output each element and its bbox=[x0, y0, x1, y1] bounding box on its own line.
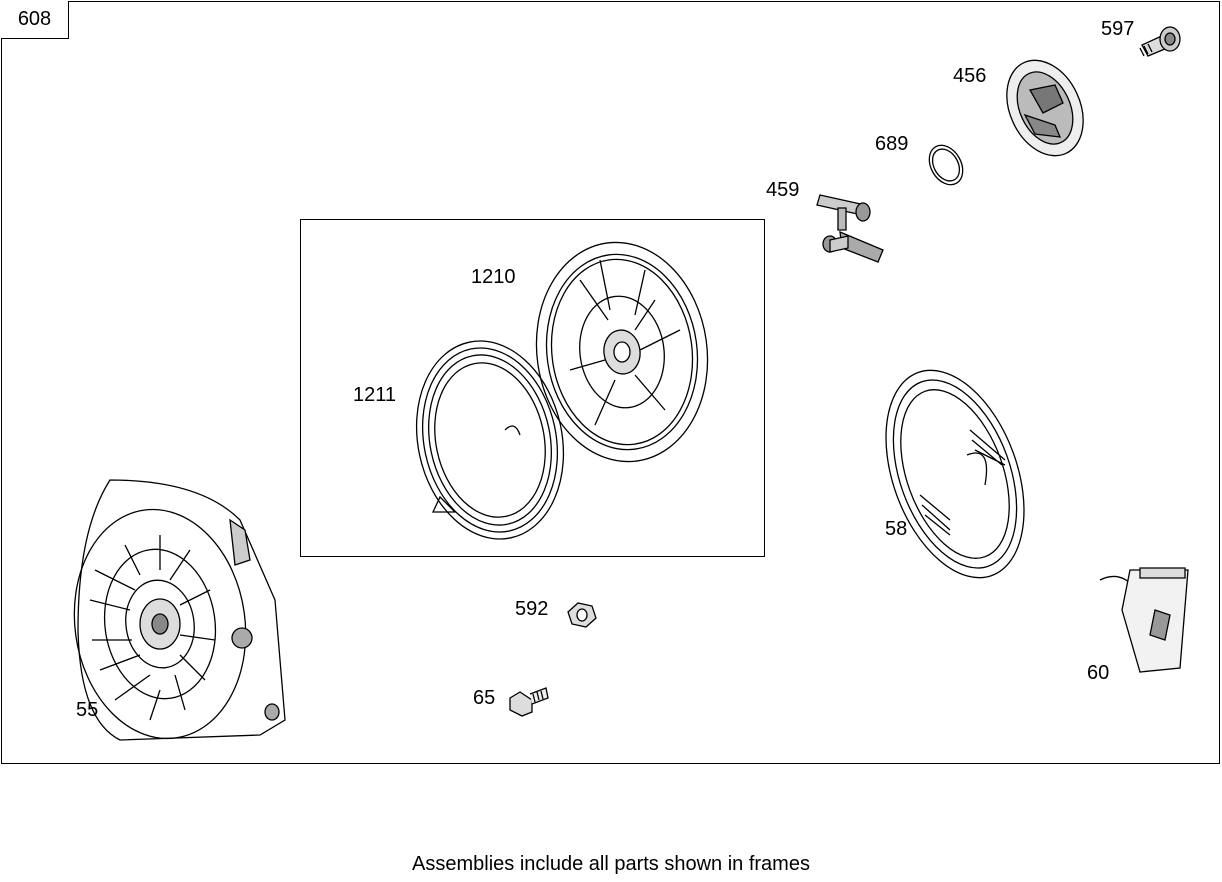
label-1211: 1211 bbox=[353, 384, 397, 406]
part-55-drawing bbox=[60, 480, 285, 750]
label-689: 689 bbox=[875, 133, 909, 155]
label-1210: 1210 bbox=[471, 266, 516, 288]
part-459-drawing bbox=[817, 195, 883, 262]
label-55: 55 bbox=[76, 699, 99, 721]
label-597: 597 bbox=[1101, 18, 1135, 40]
part-58-drawing bbox=[860, 351, 1050, 596]
part-65-drawing bbox=[510, 688, 548, 716]
label-459: 459 bbox=[766, 179, 800, 201]
label-65: 65 bbox=[473, 687, 496, 709]
part-689-drawing bbox=[923, 139, 970, 190]
label-58: 58 bbox=[885, 518, 908, 540]
part-456-drawing bbox=[992, 48, 1098, 168]
part-592-drawing bbox=[568, 603, 596, 627]
assembly-frame bbox=[300, 219, 765, 557]
page-ref-badge: 608 bbox=[1, 1, 69, 39]
footer-note: Assemblies include all parts shown in fr… bbox=[412, 853, 810, 875]
diagram-frame bbox=[1, 1, 1220, 764]
part-60-drawing bbox=[1100, 568, 1188, 672]
label-592: 592 bbox=[515, 598, 549, 620]
label-456: 456 bbox=[953, 65, 987, 87]
label-60: 60 bbox=[1087, 662, 1110, 684]
part-1210-drawing bbox=[523, 231, 722, 473]
part-1211-drawing bbox=[399, 327, 581, 553]
part-597-drawing bbox=[1140, 27, 1180, 56]
